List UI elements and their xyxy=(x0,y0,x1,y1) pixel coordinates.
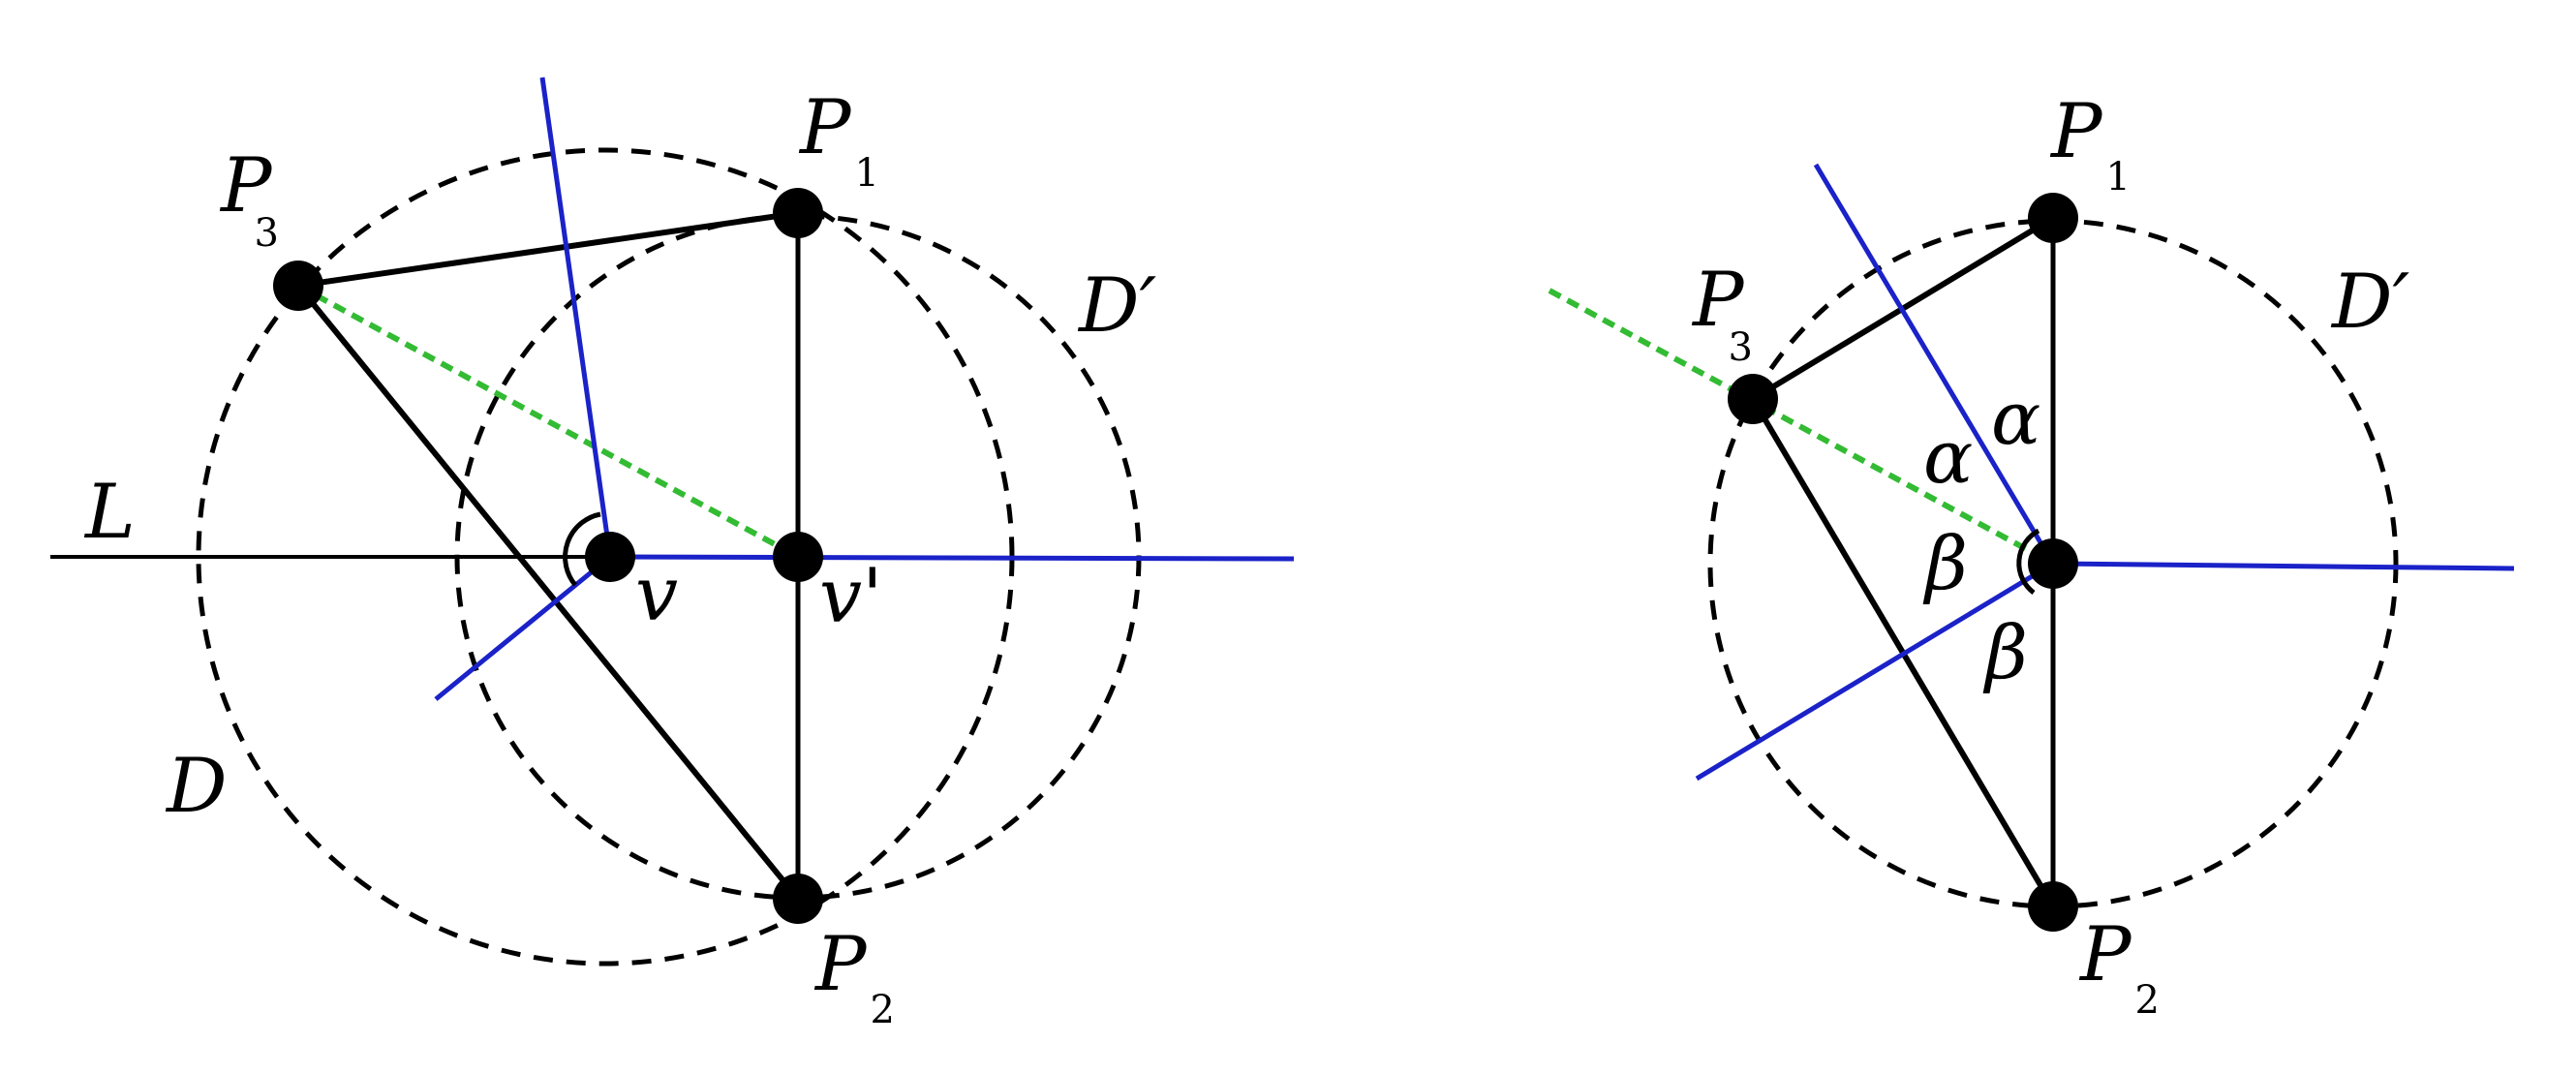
label-beta-upper: β xyxy=(1922,520,1968,606)
point-P2 xyxy=(773,874,823,924)
segment-P3-P2 xyxy=(295,284,801,901)
point-center-right xyxy=(2028,538,2078,589)
point-P1-right xyxy=(2028,193,2078,243)
angle-arc-center-right xyxy=(2016,528,2040,595)
label-D-prime-right: D′ xyxy=(2330,259,2410,346)
blue-ray-upper xyxy=(539,77,613,558)
label-P2: P2 xyxy=(813,921,895,1032)
blue-ray-horizontal-right xyxy=(2052,561,2515,571)
label-v-prime: v' xyxy=(819,553,883,640)
angle-arc-v xyxy=(563,511,601,587)
label-alpha-upper: α xyxy=(1991,375,2040,461)
point-P2-right xyxy=(2028,881,2078,932)
blue-ray-lower-right xyxy=(1695,561,2055,782)
blue-ray-upper-right xyxy=(1813,163,2056,566)
point-v-prime xyxy=(773,532,823,582)
label-D-prime: D′ xyxy=(1077,262,1157,350)
point-P3-right xyxy=(1728,374,1778,424)
label-D: D xyxy=(165,743,228,830)
green-dashed-line-right xyxy=(1548,288,2055,567)
label-P2-right: P2 xyxy=(2078,911,2160,1023)
segment-P3-P1 xyxy=(297,210,799,289)
green-dashed-line xyxy=(296,283,800,560)
label-P1: P1 xyxy=(798,84,879,196)
blue-ray-horizontal xyxy=(609,554,1295,562)
blue-ray-lower xyxy=(434,555,612,701)
point-v xyxy=(585,532,635,582)
label-beta-lower: β xyxy=(1982,609,2028,695)
point-P3 xyxy=(273,261,323,311)
point-P1 xyxy=(773,188,823,238)
label-alpha-lower: α xyxy=(1923,414,1973,500)
label-v: v xyxy=(635,551,678,638)
label-L: L xyxy=(83,469,136,556)
label-P1-right: P1 xyxy=(2049,88,2131,199)
